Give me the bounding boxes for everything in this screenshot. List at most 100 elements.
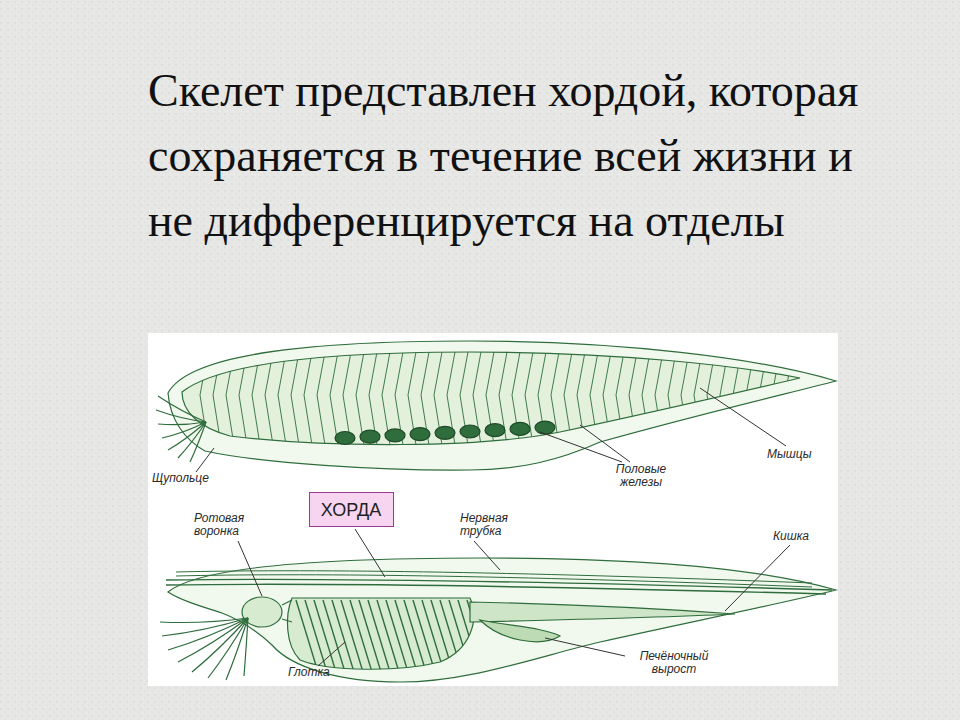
term-text: ХОРДА [321, 500, 381, 521]
myomere [707, 352, 715, 445]
intestine [470, 602, 735, 622]
leader-lines [196, 388, 790, 666]
part-label: Мышцы [767, 448, 811, 461]
myomere [811, 352, 819, 445]
gill-bar [431, 600, 453, 672]
myomere [733, 352, 741, 445]
leader-line [474, 541, 500, 570]
lancelet-side-view [156, 341, 836, 470]
gill-bar [377, 600, 399, 672]
myomere [603, 352, 611, 445]
myomere [304, 352, 312, 445]
leader-line [725, 545, 790, 611]
tentacle [162, 422, 206, 438]
gill-bar [413, 600, 435, 672]
tentacle [156, 410, 206, 422]
oral-funnel [282, 600, 292, 622]
part-label: Печёночный вырост [628, 650, 720, 676]
slide-title: Скелет представлен хордой, которая сохра… [148, 58, 898, 253]
myomere [265, 352, 273, 445]
myomere [785, 352, 793, 445]
tentacle [244, 618, 248, 676]
gill-bar [341, 600, 363, 672]
myomere [330, 352, 338, 445]
leader-line [196, 448, 214, 472]
part-label: Ротовая воронка [194, 512, 260, 538]
myomere [317, 352, 325, 445]
myomere [681, 352, 689, 445]
myomere [252, 352, 260, 445]
gill-bar [332, 600, 354, 672]
fin-outline [168, 341, 836, 470]
gonad [360, 430, 380, 443]
myomere [694, 352, 702, 445]
gonad [460, 425, 480, 438]
gill-bar [323, 600, 345, 672]
gonads [335, 421, 555, 444]
leader-line [318, 642, 345, 666]
gonad [410, 428, 430, 441]
term-box: ХОРДА [309, 492, 394, 527]
gill-bar [296, 600, 318, 672]
myomeres [200, 352, 819, 445]
lancelet-section [160, 558, 836, 682]
leader-line [545, 638, 625, 656]
myomere [564, 352, 572, 445]
myomere [356, 352, 364, 445]
myomere [642, 352, 650, 445]
part-label: Щупольце [152, 472, 209, 485]
leader-line [238, 541, 262, 596]
myomere [200, 352, 208, 445]
myomere [291, 352, 299, 445]
gill-bar [440, 600, 462, 672]
body-outline [182, 352, 800, 445]
myomere [213, 352, 221, 445]
chord [166, 584, 826, 594]
part-label: Половые железы [606, 463, 676, 489]
myomere [278, 352, 286, 445]
gill-bar [368, 600, 390, 672]
tentacle [158, 422, 206, 425]
myomere [720, 352, 728, 445]
nerve-tube [176, 575, 812, 587]
tentacle [178, 422, 206, 458]
gonad [535, 421, 555, 434]
gill-bar [314, 600, 336, 672]
gonad [485, 424, 505, 437]
gill-bar [359, 600, 381, 672]
tentacles [156, 396, 206, 462]
picture-panel [148, 333, 838, 686]
gonad [335, 432, 355, 445]
gonad [385, 429, 405, 442]
myomere [577, 352, 585, 445]
gill-slits [296, 600, 498, 672]
myomere [616, 352, 624, 445]
gill-bar [350, 600, 372, 672]
leader-line [580, 425, 630, 462]
myomere [655, 352, 663, 445]
myomere [590, 352, 598, 445]
tentacle [208, 618, 248, 678]
part-label: Глотка [288, 666, 330, 679]
tentacle [190, 422, 206, 462]
myomere [239, 352, 247, 445]
myomere [629, 352, 637, 445]
gill-bar [386, 600, 408, 672]
myomere [772, 352, 780, 445]
myomere [746, 352, 754, 445]
tentacle [226, 618, 248, 680]
myomere [226, 352, 234, 445]
gill-bar [404, 600, 426, 672]
body-outline [168, 558, 836, 682]
part-label: Кишка [773, 530, 809, 543]
leader-line [355, 529, 385, 577]
gill-bar [395, 600, 417, 672]
leader-line [700, 388, 786, 446]
gonad [435, 426, 455, 439]
gonad [510, 422, 530, 435]
myomere [668, 352, 676, 445]
myomere [798, 352, 806, 445]
tentacles [160, 618, 248, 680]
